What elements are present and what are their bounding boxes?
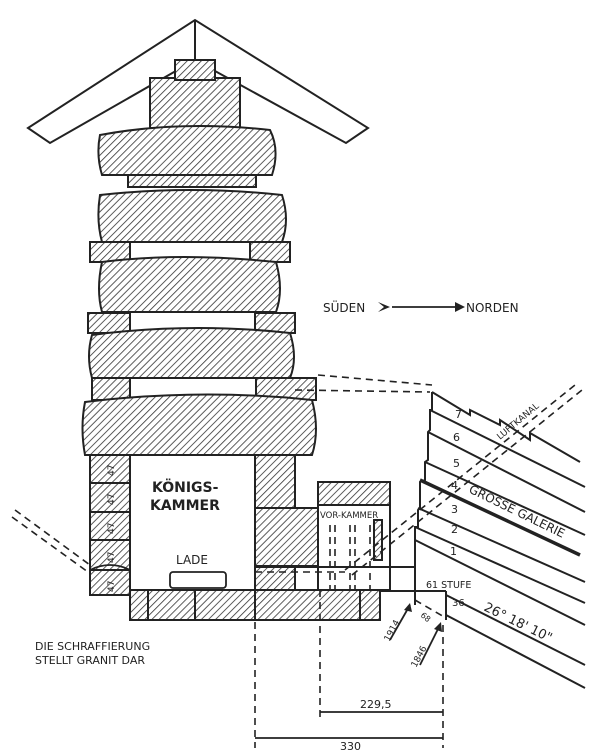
granite-slab: [98, 256, 281, 313]
legend-line-1: DIE SCHRAFFIERUNG: [35, 640, 150, 653]
dimension-outer: 330: [340, 740, 361, 753]
granite-slab: [97, 125, 277, 176]
kings-chamber: [129, 454, 256, 591]
kings-chamber-label: KAMMER: [150, 498, 220, 514]
granite-slab: [97, 189, 287, 243]
direction-south: SÜDEN: [323, 299, 365, 315]
svg-text:47: 47: [107, 523, 117, 534]
year-1846: 1846: [410, 644, 430, 669]
antechamber-label: VOR-KAMMER: [320, 511, 378, 521]
wall-block-labels: 47 47 47 47 47: [107, 465, 117, 592]
step-value: 36: [452, 598, 465, 609]
kings-chamber-label: KÖNIGS-: [152, 478, 219, 496]
sarcophagus: [169, 571, 227, 589]
step-label: 61 STUFE: [426, 580, 471, 591]
svg-text:47: 47: [107, 494, 117, 505]
grand-gallery-label: GROSSE GALERIE: [467, 482, 567, 541]
svg-text:6: 6: [453, 431, 460, 444]
svg-text:5: 5: [453, 457, 460, 470]
small-value: 68: [419, 611, 433, 624]
svg-text:7: 7: [455, 408, 462, 421]
legend-line-2: STELLT GRANIT DAR: [35, 654, 145, 667]
sarcophagus-label: LADE: [176, 553, 208, 567]
granite-slab: [81, 393, 317, 456]
svg-text:1: 1: [450, 545, 457, 558]
direction-north: NORDEN: [466, 301, 519, 315]
svg-text:2: 2: [451, 523, 458, 536]
svg-text:47: 47: [107, 581, 117, 592]
dimension-inner: 229,5: [360, 698, 392, 711]
gallery-course-numbers: 1 2 3 4 5 6 7: [450, 408, 462, 558]
relieving-block: [149, 77, 241, 129]
svg-text:4: 4: [451, 479, 458, 492]
granite-slab: [88, 326, 295, 379]
svg-text:47: 47: [107, 465, 117, 476]
svg-text:3: 3: [451, 503, 458, 516]
south-wall: [89, 454, 131, 596]
grand-gallery: [414, 391, 586, 689]
year-1914: 1914: [383, 618, 403, 643]
svg-text:47: 47: [107, 552, 117, 563]
